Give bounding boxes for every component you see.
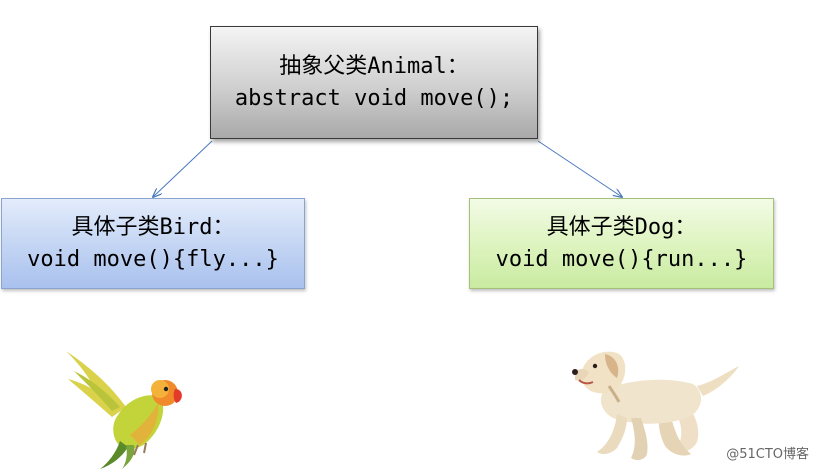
animal-class-box: 抽象父类Animal： abstract void move();: [210, 26, 538, 139]
bird-class-title: 具体子类Bird：: [71, 214, 235, 240]
animal-class-method: abstract void move();: [234, 85, 514, 111]
arrow-animal-to-dog: [537, 140, 622, 197]
bird-class-box: 具体子类Bird： void move(){fly...}: [1, 198, 305, 289]
dog-class-title: 具体子类Dog：: [546, 214, 697, 240]
dog-class-box: 具体子类Dog： void move(){run...}: [469, 198, 774, 289]
bird-class-method: void move(){fly...}: [27, 246, 279, 272]
dog-illustration: [572, 351, 739, 461]
arrow-animal-to-bird: [153, 140, 213, 197]
bird-illustration: [66, 351, 182, 469]
dog-class-method: void move(){run...}: [495, 246, 748, 272]
animal-class-title: 抽象父类Animal：: [279, 53, 469, 79]
watermark: @51CTO博客: [726, 447, 809, 462]
